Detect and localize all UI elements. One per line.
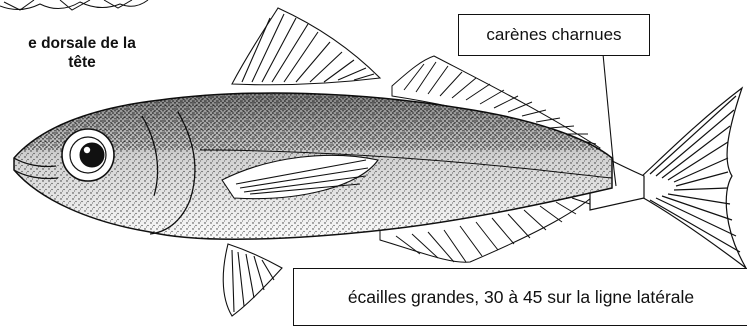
first-dorsal-fin xyxy=(232,8,380,85)
head-dorsal-view-caption: e dorsale de la tête xyxy=(0,34,168,72)
eye xyxy=(62,129,114,181)
head-caption-line-1: e dorsale de la xyxy=(0,34,168,53)
caudal-fin xyxy=(640,88,746,268)
scales-label: écailles grandes, 30 à 45 sur la ligne l… xyxy=(348,287,694,307)
keels-label-box: carènes charnues xyxy=(458,14,650,56)
keels-label: carènes charnues xyxy=(486,25,621,45)
head-caption-line-2: tête xyxy=(0,53,168,72)
scales-label-box: écailles grandes, 30 à 45 sur la ligne l… xyxy=(293,268,747,326)
pelvic-fin xyxy=(223,244,282,316)
head-top-view-sketch xyxy=(0,0,148,10)
